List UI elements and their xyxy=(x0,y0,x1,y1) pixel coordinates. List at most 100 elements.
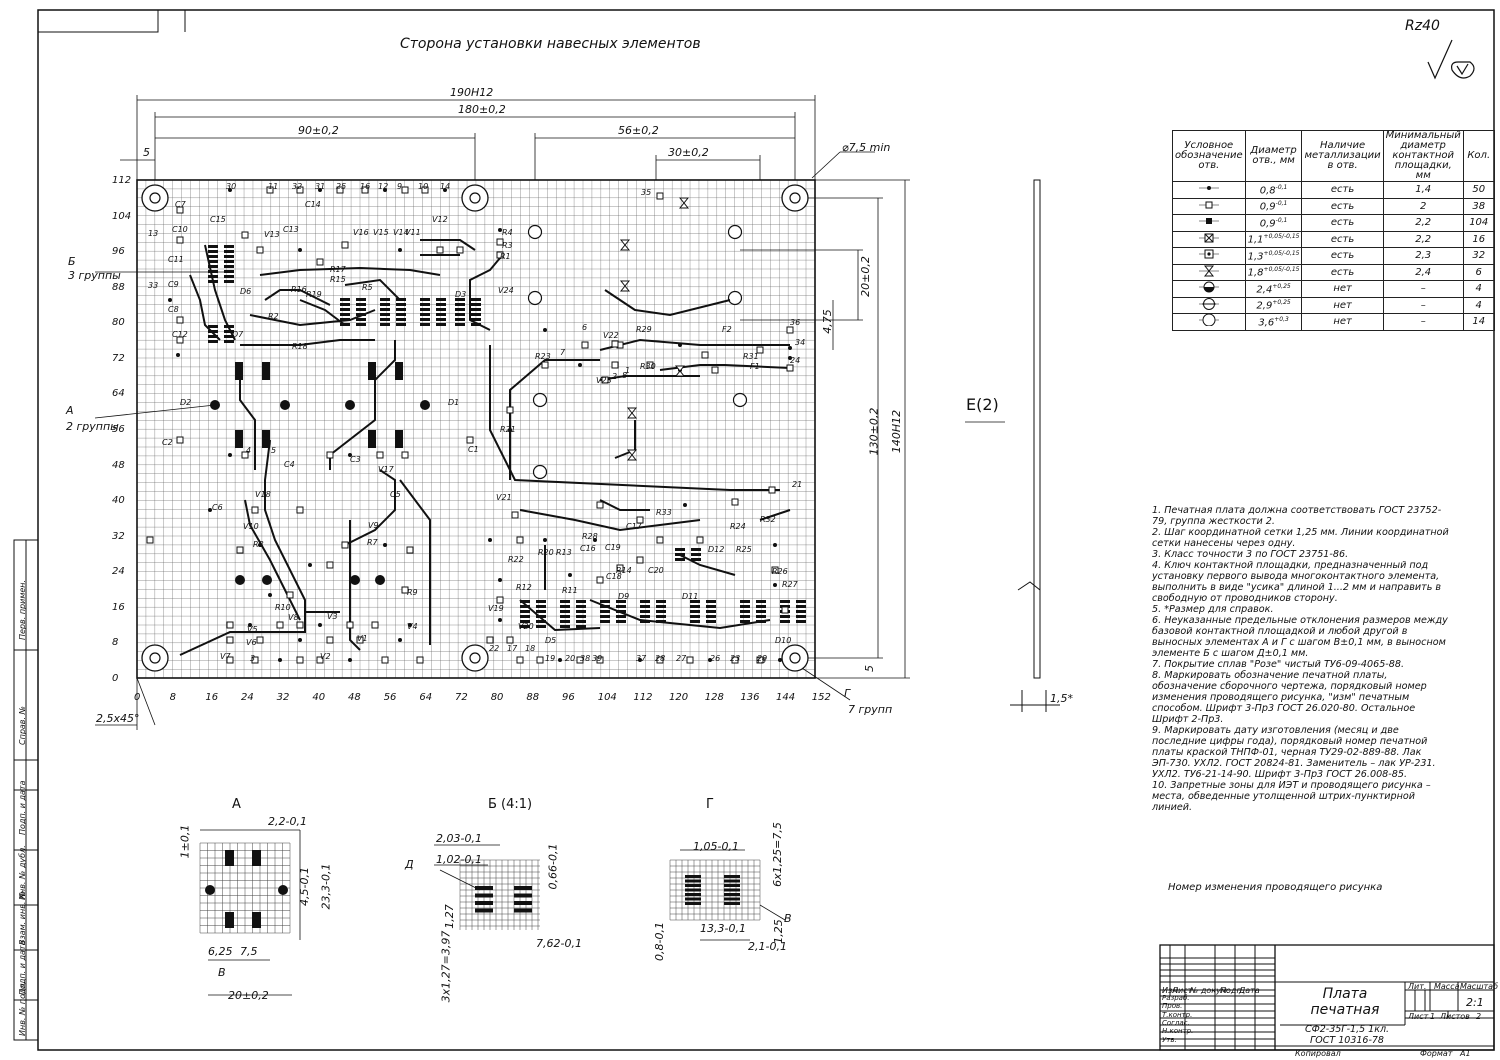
smd-pad xyxy=(560,625,570,628)
pin-number: 13 xyxy=(148,229,159,238)
tb-header-cell: № докум. xyxy=(1190,986,1230,995)
pad xyxy=(496,238,504,246)
refdes-label: V7 xyxy=(220,652,231,661)
smd-pad xyxy=(656,615,666,618)
board-outline xyxy=(136,179,816,679)
via xyxy=(498,618,502,622)
x-tick: 32 xyxy=(276,692,290,703)
refdes-label: R18 xyxy=(292,342,308,351)
circle-line-icon xyxy=(1198,297,1219,310)
refdes-label: R3 xyxy=(502,241,513,250)
tb-sheets: Листов xyxy=(1440,1012,1470,1021)
smd-pad xyxy=(208,250,218,253)
smd-pad xyxy=(262,430,270,448)
outer-frame xyxy=(37,9,1495,1051)
dim-hole: ⌀7,5 min xyxy=(842,141,891,154)
refdes-label: V15 xyxy=(373,228,389,237)
note-item: 8. Маркировать обозначение печатной плат… xyxy=(1152,670,1427,725)
title-block-name: Плата печатная xyxy=(1310,986,1380,1018)
refdes-label: V2 xyxy=(320,652,331,661)
pad xyxy=(696,536,704,544)
roughness-mark xyxy=(1427,39,1475,80)
smd-pad xyxy=(640,600,650,603)
refdes-label: V24 xyxy=(498,286,514,295)
refdes-label: V14 xyxy=(393,228,409,237)
smd-pad xyxy=(536,605,546,608)
via xyxy=(318,188,322,192)
smd-pad xyxy=(675,558,685,561)
detail-a-pad xyxy=(252,850,261,866)
pad xyxy=(701,351,709,359)
smd-pad xyxy=(740,600,750,603)
hole-2-4 xyxy=(345,400,355,410)
detail-b-pad xyxy=(475,908,493,913)
callout-a: А xyxy=(66,404,74,417)
detail-a-d1: 1±0,1 xyxy=(178,824,192,859)
hourglass-pad xyxy=(674,365,686,377)
tb-sheets-no: 2 xyxy=(1476,1012,1482,1021)
refdes-label: R14 xyxy=(616,566,632,575)
tb-sheet: Лист xyxy=(1408,1012,1429,1021)
hole-3-6 xyxy=(727,290,743,306)
side-stamp-label: Инв. № подл. xyxy=(18,980,27,1036)
via xyxy=(593,538,597,542)
x-tick: 56 xyxy=(383,692,397,703)
pin-number: 22 xyxy=(489,644,500,653)
x-tick: 120 xyxy=(669,692,689,703)
pin-number: 37 xyxy=(636,654,647,663)
smd-pad xyxy=(380,323,390,326)
smd-pad xyxy=(756,605,766,608)
y-tick: 0 xyxy=(112,672,119,684)
detail-g-pad xyxy=(685,897,701,901)
pin-number: 34 xyxy=(795,338,806,347)
pcb-pads xyxy=(146,186,806,664)
refdes-label: D12 xyxy=(708,545,725,554)
pin-number: 31 xyxy=(315,182,326,191)
via xyxy=(228,188,232,192)
via xyxy=(558,658,562,662)
title-block-code: СФ2-35Г-1,5 1кл. ГОСТ 10316-78 xyxy=(1304,1024,1390,1046)
smd-pad xyxy=(536,615,546,618)
detail-g-pad xyxy=(685,875,701,878)
x-tick: 96 xyxy=(562,692,575,703)
pad xyxy=(361,186,369,194)
pin-number: 39 xyxy=(592,654,603,663)
smd-pad xyxy=(536,610,546,613)
detail-g-pad xyxy=(685,884,701,887)
pad xyxy=(256,246,264,254)
tb-role: Т.контр. xyxy=(1162,1010,1193,1019)
smd-pad xyxy=(224,250,234,253)
smd-pad xyxy=(616,605,626,608)
tb-lit: Лит. xyxy=(1408,982,1427,991)
via xyxy=(443,188,447,192)
pin-number: 29 xyxy=(757,654,768,663)
mounting-hole xyxy=(461,644,489,672)
smd-pad xyxy=(356,303,366,306)
detail-a-d7: 20±0,2 xyxy=(228,989,269,1002)
note-item: 7. Покрытие сплав "Розе" чистый ТУ6-09-4… xyxy=(1152,659,1405,670)
mounting-hole-inner xyxy=(789,192,801,204)
pad xyxy=(616,564,624,572)
smd-pad xyxy=(616,610,626,613)
pad xyxy=(466,436,474,444)
detail-b-pad xyxy=(514,893,532,898)
refdes-label: R16 xyxy=(291,285,307,294)
pad xyxy=(316,656,324,664)
smd-pad xyxy=(560,605,570,608)
pad xyxy=(771,566,779,574)
pin-number: 10 xyxy=(418,182,429,191)
pad xyxy=(401,586,409,594)
title-block-lines xyxy=(1159,944,1495,1051)
hole-2-4 xyxy=(262,575,272,585)
via xyxy=(543,538,547,542)
callout-b-groups: 3 группы xyxy=(68,269,121,282)
x-tick: 24 xyxy=(241,692,254,703)
pin-number: 25 xyxy=(336,182,347,191)
via xyxy=(176,353,180,357)
via xyxy=(383,188,387,192)
hole-3-6 xyxy=(732,392,748,408)
pad xyxy=(786,326,794,334)
via xyxy=(773,583,777,587)
pad xyxy=(336,186,344,194)
